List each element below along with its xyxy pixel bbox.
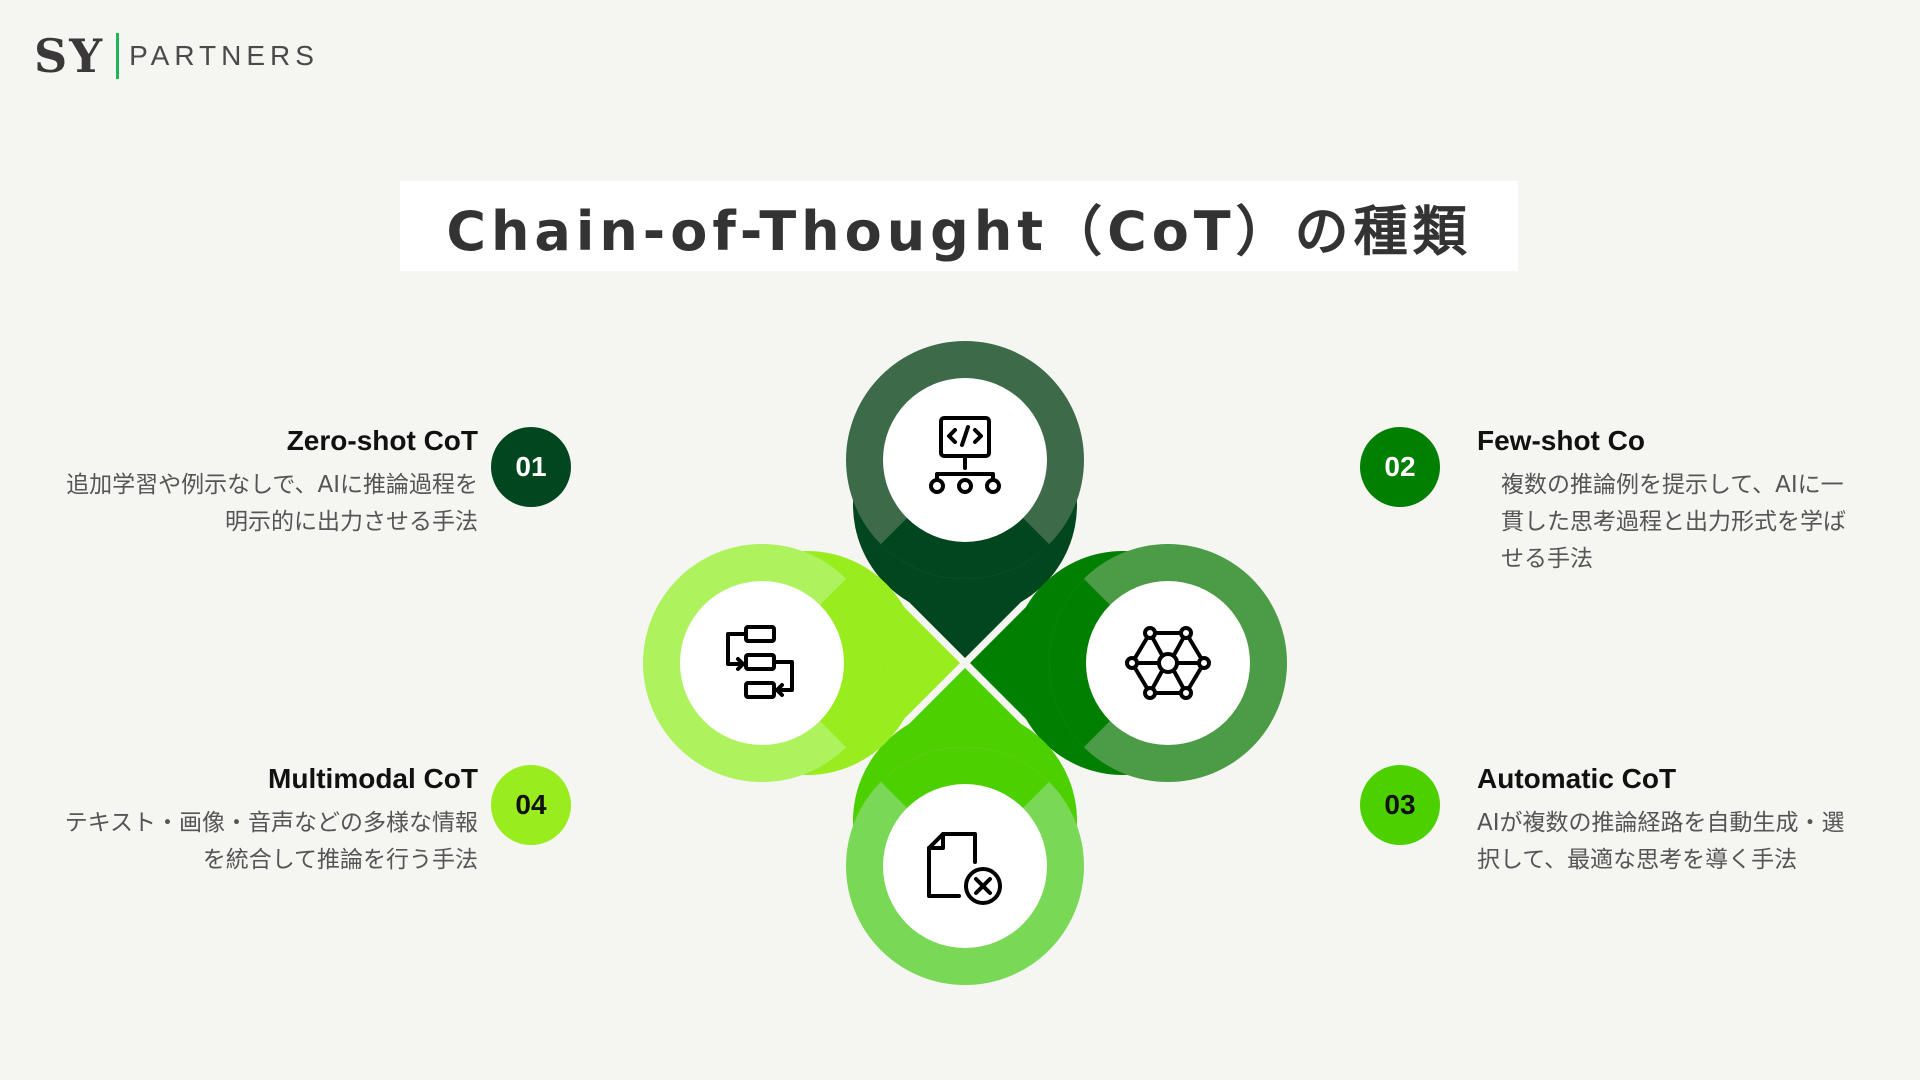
item-automatic: Automatic CoT AIが複数の推論経路を自動生成・選択して、最適な思考… <box>1477 763 1857 879</box>
flowchart-icon <box>726 625 794 699</box>
page-title: Chain-of-Thought（CoT）の種類 <box>446 199 1472 263</box>
petal-04 <box>643 544 960 782</box>
item-few-shot: Few-shot Co 複数の推論例を提示して、AIに一貫した思考過程と出力形式… <box>1477 425 1857 578</box>
item-desc: テキスト・画像・音声などの多様な情報を統合して推論を行う手法 <box>64 810 478 873</box>
item-title: Automatic CoT <box>1477 763 1677 794</box>
network-icon <box>1125 626 1211 700</box>
item-zero-shot: Zero-shot CoT 追加学習や例示なしで、AIに推論過程を明示的に出力さ… <box>58 425 478 541</box>
logo-mark: SY <box>34 29 105 83</box>
item-desc: 追加学習や例示なしで、AIに推論過程を明示的に出力させる手法 <box>66 472 478 535</box>
item-desc: 複数の推論例を提示して、AIに一貫した思考過程と出力形式を学ばせる手法 <box>1501 472 1846 572</box>
logo-divider <box>116 33 120 79</box>
badge-01: 01 <box>491 427 571 507</box>
item-multimodal: Multimodal CoT テキスト・画像・音声などの多様な情報を統合して推論… <box>58 763 478 879</box>
item-title: Zero-shot CoT <box>286 425 478 456</box>
item-title: Few-shot Co <box>1477 425 1645 456</box>
petal-01 <box>846 341 1084 658</box>
badge-04: 04 <box>491 765 571 845</box>
file-remove-icon <box>927 832 1002 905</box>
code-hierarchy-icon <box>929 416 1001 494</box>
item-title: Multimodal CoT <box>268 763 478 794</box>
logo-name: PARTNERS <box>129 40 319 71</box>
petal-03 <box>846 668 1084 985</box>
item-desc: AIが複数の推論経路を自動生成・選択して、最適な思考を導く手法 <box>1477 810 1845 873</box>
badge-03: 03 <box>1360 765 1440 845</box>
title-box: Chain-of-Thought（CoT）の種類 <box>400 181 1518 271</box>
badge-02: 02 <box>1360 427 1440 507</box>
logo: SY PARTNERS <box>34 29 319 83</box>
